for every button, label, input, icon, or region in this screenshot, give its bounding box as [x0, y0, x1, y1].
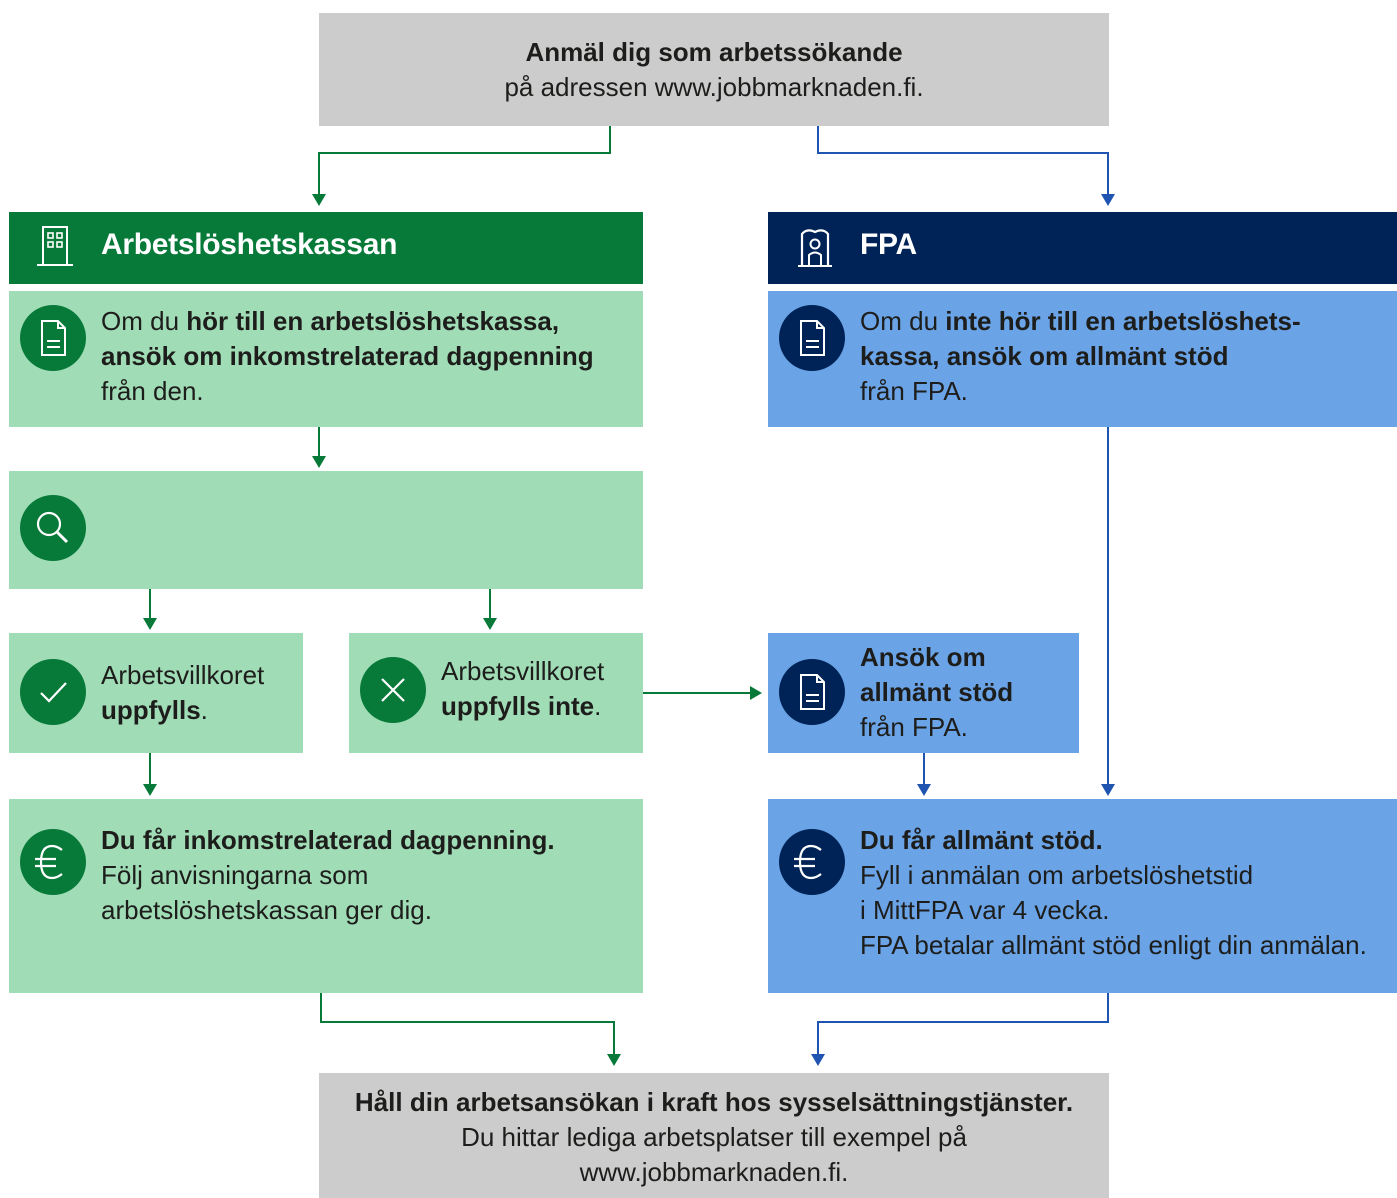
building-icon	[33, 224, 79, 270]
document-icon	[20, 305, 86, 371]
kela-logo-icon	[792, 224, 838, 270]
start-subtitle: på adressen www.jobbmarknaden.fi.	[504, 72, 924, 102]
arrowhead	[1101, 784, 1115, 796]
arrow-fpa-result-to-end	[817, 993, 1109, 1056]
cross-icon	[360, 657, 426, 723]
basic-allowance-result-text: Du får allmänt stöd. Fyll i anmälan om a…	[860, 825, 1367, 960]
earnings-related-result-box: Du får inkomstrelaterad dagpenning. Följ…	[9, 799, 643, 993]
apply-basic-allowance-small-text: Ansök om allmänt stöd från FPA.	[860, 642, 1014, 742]
apply-basic-allowance-small-box: Ansök om allmänt stöd från FPA.	[768, 633, 1079, 753]
arrowhead	[607, 1054, 621, 1066]
basic-allowance-result-box: Du får allmänt stöd. Fyll i anmälan om a…	[768, 799, 1397, 993]
condition-fulfilled-box: Arbetsvillkoret uppfylls.	[9, 633, 303, 753]
arrowhead	[143, 618, 157, 630]
arrowhead	[750, 686, 762, 700]
condition-not-fulfilled-text: Arbetsvillkoret uppfylls inte.	[441, 656, 605, 721]
search-icon	[20, 495, 86, 561]
end-line-2: Du hittar lediga arbetsplatser till exem…	[461, 1122, 967, 1152]
euro-icon	[20, 829, 86, 895]
unemployment-fund-header: Arbetslöshetskassan	[9, 212, 643, 284]
arrow-fund-result-to-end	[320, 993, 615, 1056]
arrowhead	[143, 784, 157, 796]
end-title: Håll din arbetsansökan i kraft hos sysse…	[354, 1087, 1074, 1117]
apply-basic-allowance-text: Om du inte hör till en arbetslöshets- ka…	[860, 306, 1301, 406]
start-title: Anmäl dig som arbetssökande	[525, 37, 903, 67]
arrowhead	[312, 456, 326, 468]
arrowhead	[483, 618, 497, 630]
apply-earnings-related-text: Om du hör till en arbetslöshetskassa, an…	[101, 306, 594, 406]
arrowhead	[917, 784, 931, 796]
apply-basic-allowance-box: Om du inte hör till en arbetslöshets- ka…	[768, 291, 1397, 427]
document-icon	[779, 659, 845, 725]
arrow-start-to-fund	[318, 126, 611, 196]
end-box: Håll din arbetsansökan i kraft hos sysse…	[319, 1073, 1109, 1198]
document-icon	[779, 305, 845, 371]
fpa-title: FPA	[860, 228, 917, 261]
arrowhead	[1101, 194, 1115, 206]
end-line-3: www.jobbmarknaden.fi.	[579, 1157, 849, 1187]
fpa-header: FPA	[768, 212, 1397, 284]
condition-fulfilled-text: Arbetsvillkoret uppfylls.	[101, 660, 265, 725]
condition-not-fulfilled-box: Arbetsvillkoret uppfylls inte.	[349, 633, 643, 753]
earnings-related-result-text: Du får inkomstrelaterad dagpenning. Följ…	[101, 825, 555, 925]
check-icon	[20, 659, 86, 725]
euro-icon	[779, 829, 845, 895]
arrowhead	[312, 194, 326, 206]
arrowhead	[811, 1054, 825, 1066]
apply-earnings-related-box: Om du hör till en arbetslöshetskassa, an…	[9, 291, 643, 427]
unemployment-fund-title: Arbetslöshetskassan	[101, 228, 398, 261]
investigation-box	[9, 471, 643, 589]
start-box: Anmäl dig som arbetssökande på adressen …	[319, 13, 1109, 126]
arrow-start-to-fpa	[817, 126, 1109, 196]
